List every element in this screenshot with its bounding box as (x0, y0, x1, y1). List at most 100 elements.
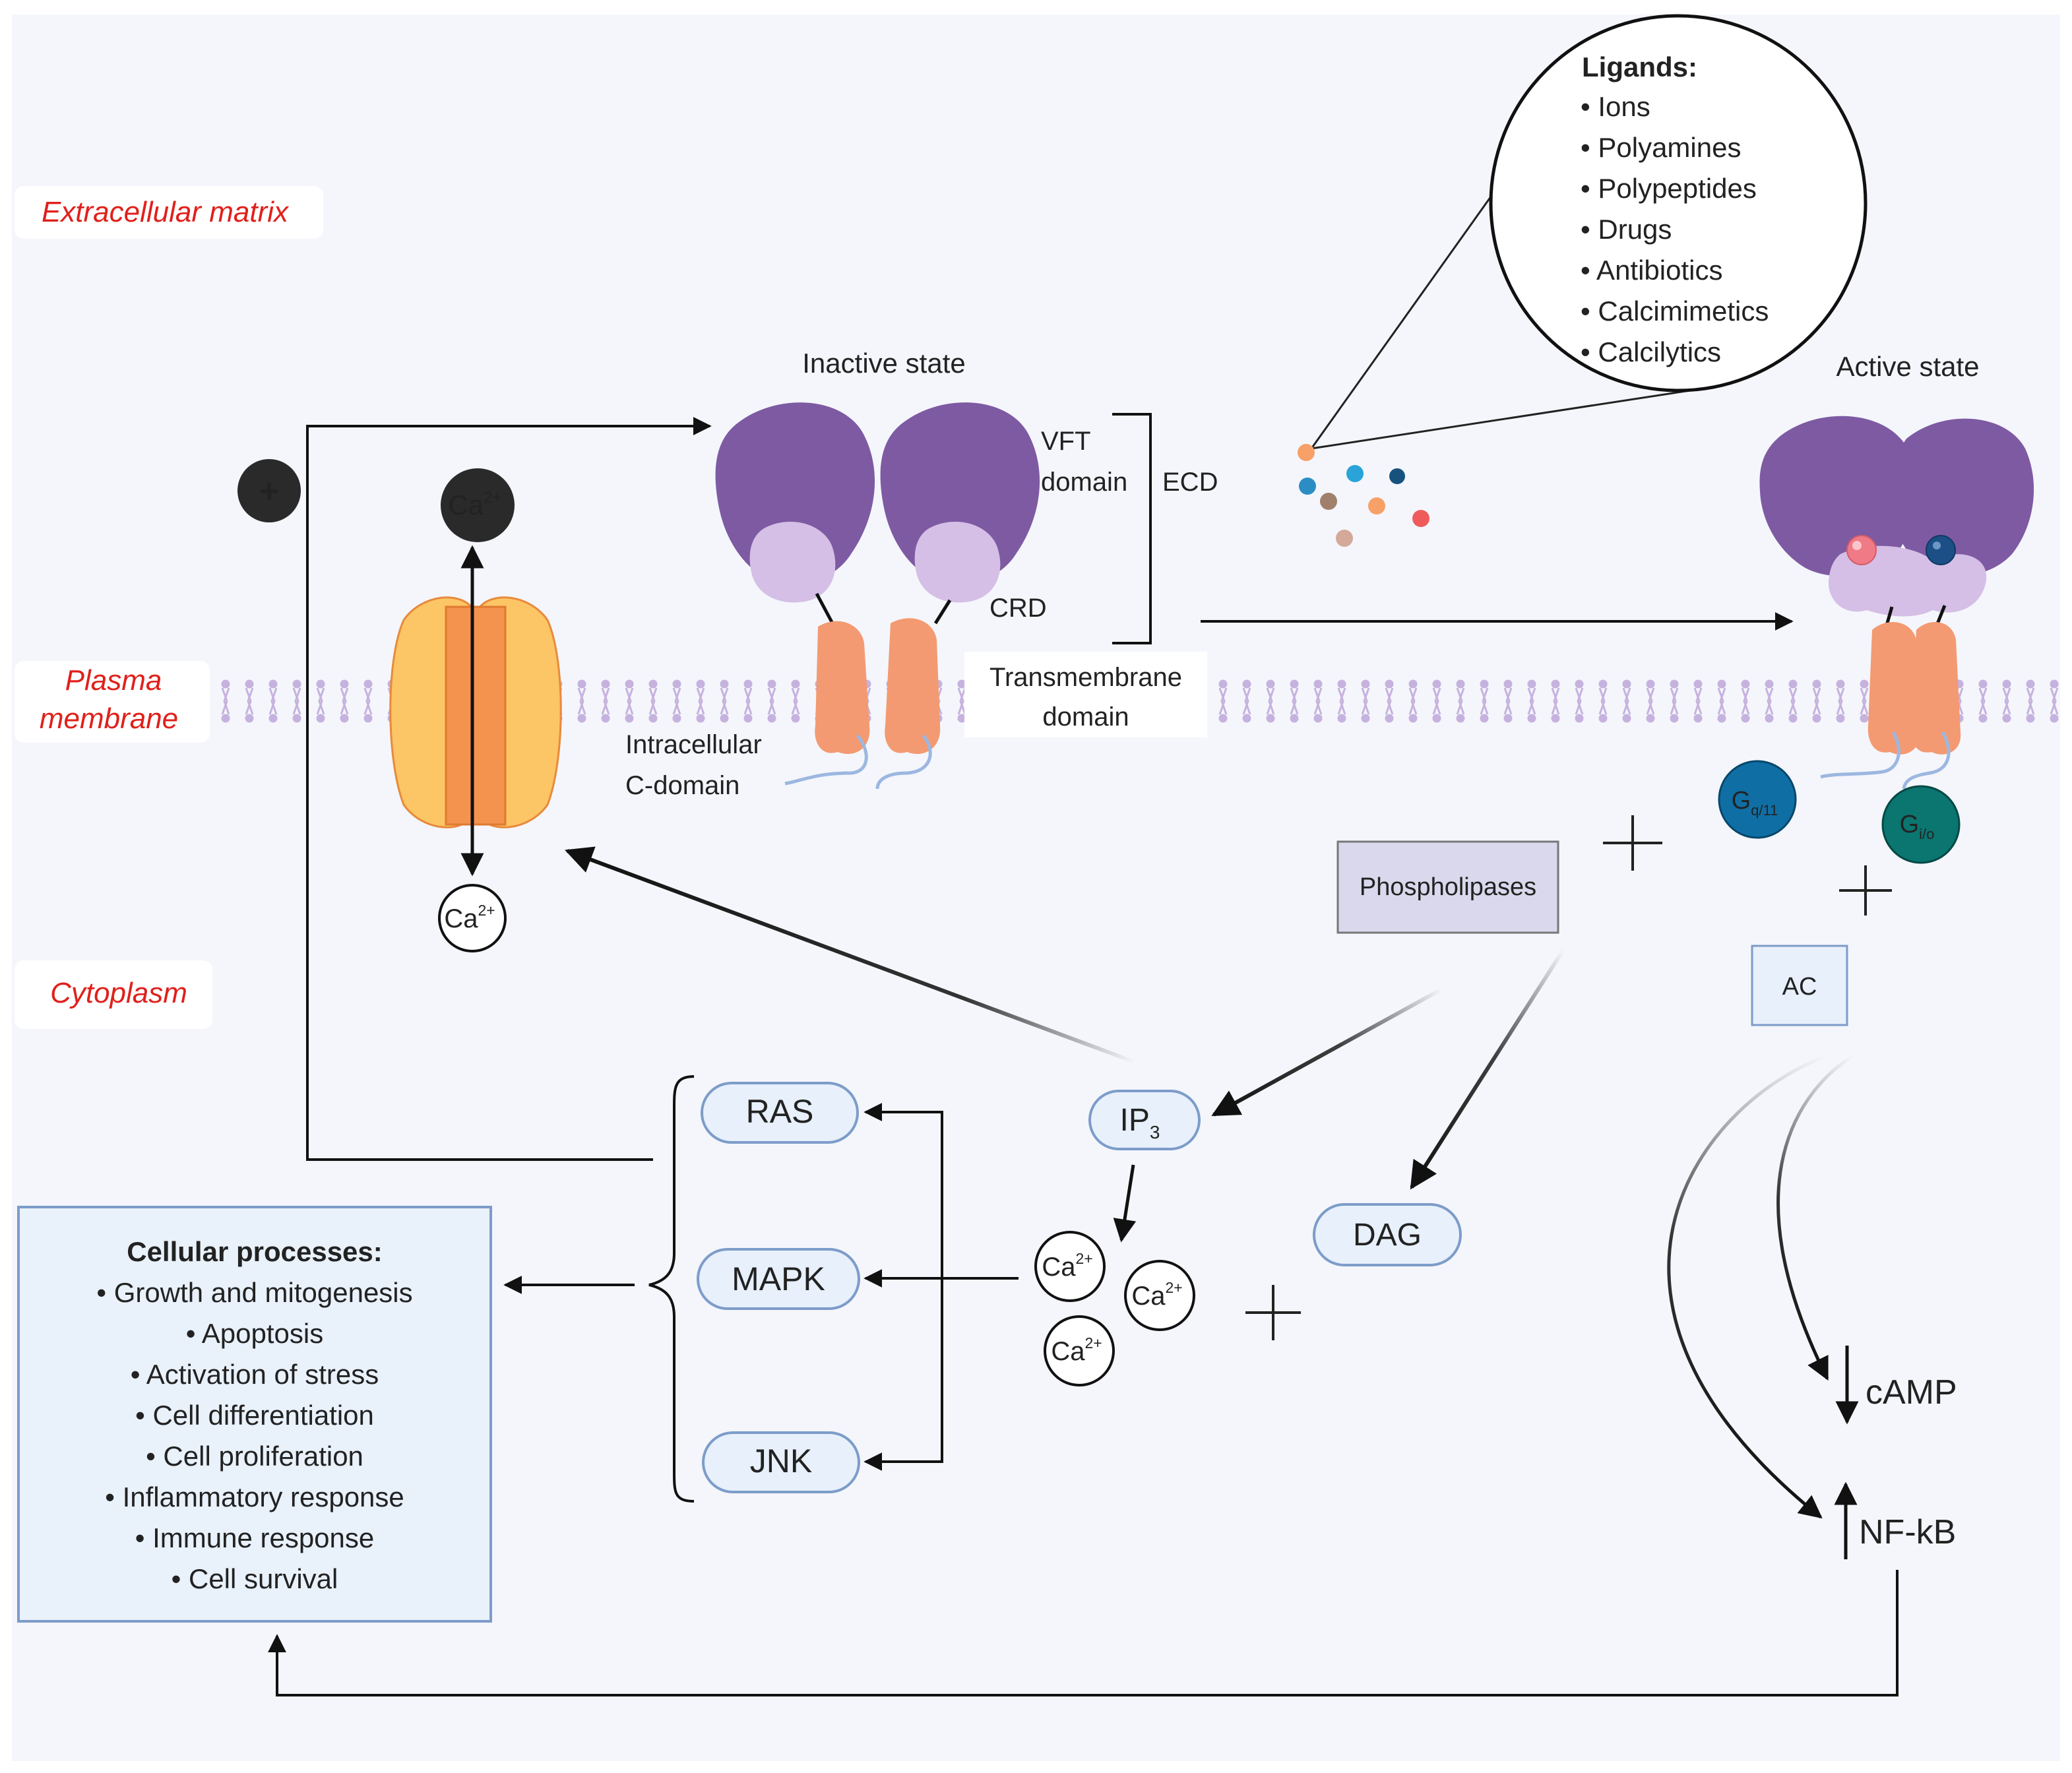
active-receptor (1759, 416, 2034, 790)
gio-protein: Gi/o (1881, 785, 1961, 864)
camp-label: cAMP (1866, 1373, 1957, 1412)
inactive-receptor (715, 402, 1040, 790)
intracellular-label-1: Intracellular (625, 730, 762, 759)
ac-to-nfkb-arrow (1667, 1053, 1828, 1519)
ligand-item: • Calcimimetics (1581, 296, 1769, 327)
ligand-item: • Antibiotics (1581, 255, 1722, 286)
cellular-processes-list: • Growth and mitogenesis • Apoptosis • Act… (96, 1277, 412, 1594)
ip3-to-calcium-arrow (1113, 1164, 1137, 1243)
plus-sign-ac (1839, 865, 1892, 916)
calcium-ion-extracellular: Ca2+ (441, 468, 515, 542)
feedback-arrow (306, 417, 712, 1161)
inactive-state-title: Inactive state (802, 348, 965, 379)
ligand-item: • Polyamines (1581, 132, 1741, 163)
cytoplasm-label: Cytoplasm (15, 960, 212, 1029)
cellular-process-item: • Activation of stress (131, 1359, 379, 1390)
cellular-process-item: • Inflammatory response (105, 1481, 404, 1512)
extracellular-label: Extracellular matrix (15, 186, 323, 239)
transmembrane-label-bg (964, 652, 1207, 737)
cellular-process-item: • Growth and mitogenesis (96, 1277, 412, 1308)
active-vft-left (1759, 416, 1918, 576)
transmembrane-label-2: domain (1042, 702, 1129, 731)
zoom-line-lower (1311, 388, 1699, 450)
ac-to-camp-arrow (1776, 1053, 1855, 1381)
svg-text:DAG: DAG (1353, 1218, 1422, 1253)
calcium-ion-cluster-2: Ca2+ (1124, 1260, 1195, 1331)
svg-text:JNK: JNK (750, 1443, 812, 1479)
svg-text:Extracellular matrix: Extracellular matrix (42, 196, 290, 228)
active-tm-right (1911, 622, 1961, 755)
intracellular-label-2: C-domain (625, 771, 739, 800)
svg-text:Gi/o: Gi/o (1900, 811, 1935, 842)
cellular-process-item: • Cell differentiation (135, 1400, 374, 1431)
vft-label-1: VFT (1041, 427, 1091, 456)
nfkb-label: NF-kB (1859, 1513, 1956, 1551)
calcium-channel (389, 596, 562, 828)
phospholipases-box: Phospholipases (1336, 840, 1559, 934)
svg-text:Gq/11: Gq/11 (1732, 787, 1778, 819)
svg-text:Ca2+: Ca2+ (1131, 1279, 1182, 1311)
kinase-brace (648, 1075, 695, 1503)
calcium-ion-cluster-3: Ca2+ (1044, 1315, 1115, 1386)
tm-right (885, 618, 941, 755)
svg-text:Ca2+: Ca2+ (1051, 1334, 1102, 1366)
cellular-process-item: • Cell proliferation (146, 1441, 363, 1472)
c-tail-right (875, 734, 932, 790)
active-tm-left (1868, 622, 1920, 755)
ligand-particles (1298, 444, 1429, 547)
ligands-callout (1489, 14, 1868, 392)
c-tail-left (784, 734, 868, 786)
svg-text:Ca2+: Ca2+ (444, 902, 495, 933)
plus-sign-phospholipase (1603, 815, 1662, 871)
mapk-pill: MAPK (697, 1248, 860, 1310)
active-state-title: Active state (1836, 351, 1979, 382)
ac-box: AC (1751, 945, 1848, 1026)
zoom-line-upper (1310, 168, 1512, 449)
nfkb-to-processes-arrow (268, 1570, 1899, 1696)
gq11-protein: Gq/11 (1718, 760, 1797, 839)
calcium-ion-intracellular: Ca2+ (438, 884, 507, 952)
ip3-to-channel-arrow (565, 846, 1136, 1064)
ecd-label: ECD (1162, 468, 1218, 497)
cellular-process-item: • Apoptosis (186, 1318, 324, 1349)
tm-left (815, 621, 870, 755)
cellular-process-item: • Immune response (135, 1522, 375, 1553)
svg-text:Ca2+: Ca2+ (1042, 1250, 1092, 1282)
svg-text:Phospholipases: Phospholipases (1360, 873, 1536, 901)
crd-left (749, 522, 836, 603)
cellular-process-item: • Cell survival (172, 1563, 338, 1594)
crd-right (914, 522, 1001, 603)
ligands-heading: Ligands: (1582, 51, 1697, 82)
plasma-membrane-label: Plasma membrane (15, 661, 210, 743)
ras-pill: RAS (701, 1082, 859, 1144)
ecd-bracket (1112, 413, 1152, 644)
svg-text:RAS: RAS (746, 1093, 814, 1130)
svg-text:+: + (259, 472, 279, 511)
pl-to-ip3-arrow (1211, 987, 1443, 1117)
ligand-item: • Polypeptides (1581, 173, 1757, 204)
active-c-tail-right (1902, 731, 1951, 790)
active-c-tail-left (1820, 731, 1900, 779)
svg-text:Plasma: Plasma (65, 664, 162, 697)
pl-to-dag-arrow (1410, 949, 1565, 1190)
positive-feedback-badge: + (237, 459, 301, 522)
jnk-pill: JNK (702, 1431, 860, 1493)
ligands-list: • Ions• Polyamines• Polypeptides• Drugs•… (1581, 91, 1769, 367)
calcium-ion-cluster-1: Ca2+ (1034, 1231, 1106, 1302)
vft-label-2: domain (1041, 468, 1127, 497)
calcium-to-ras-arrow (863, 1103, 943, 1278)
svg-text:Ca2+: Ca2+ (448, 489, 501, 520)
svg-text:MAPK: MAPK (732, 1260, 825, 1297)
calcium-to-jnk-arrow (863, 1278, 943, 1471)
svg-text:AC: AC (1782, 973, 1817, 1001)
cellular-processes-heading: Cellular processes: (127, 1236, 383, 1267)
cellular-processes-box (17, 1206, 492, 1623)
crd-label: CRD (989, 594, 1047, 623)
svg-text:membrane: membrane (40, 702, 178, 735)
svg-text:IP3: IP3 (1120, 1103, 1160, 1142)
active-vft-right (1893, 418, 2034, 576)
dag-pill: DAG (1313, 1203, 1462, 1266)
ligand-item: • Drugs (1581, 214, 1672, 245)
transmembrane-label-1: Transmembrane (989, 663, 1182, 692)
